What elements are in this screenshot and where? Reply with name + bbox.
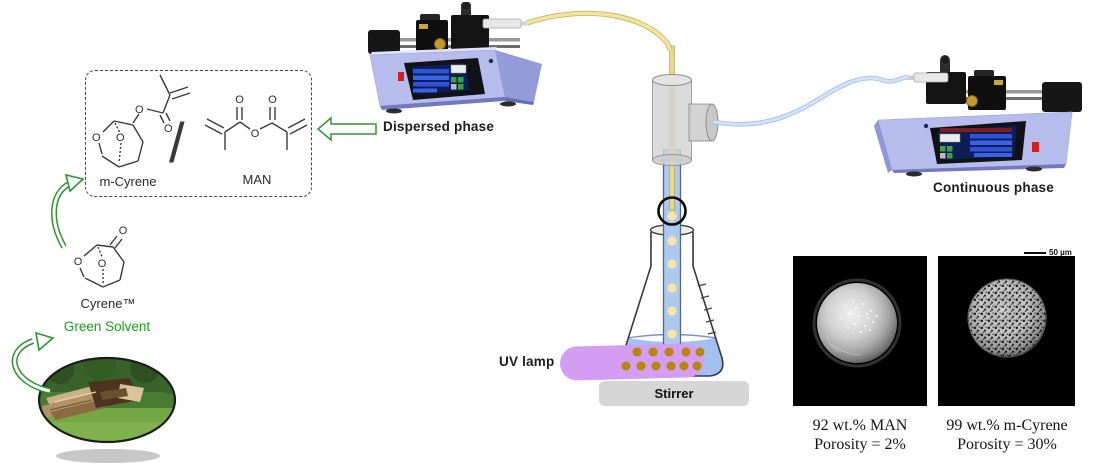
carbonyl-o-label: O — [164, 123, 173, 135]
yellow-tubing — [526, 10, 673, 51]
man-center-o-label: O — [251, 128, 260, 140]
sem-mcyrene-composition: 99 wt.% m-Cyrene — [946, 417, 1068, 434]
sem-mcyrene-porosity: Porosity = 30% — [957, 436, 1057, 454]
m-cyrene-label: m-Cyrene — [99, 174, 157, 189]
man-right-o-label: O — [268, 94, 277, 106]
m-cyrene-structure — [98, 74, 191, 168]
ketone-o-label: O — [119, 225, 128, 237]
arrow-cyrene-to-monomers — [50, 173, 85, 249]
arrow-dispersed-to-monomers — [316, 116, 377, 142]
separator-slash: / — [169, 111, 185, 174]
blue-tubing — [713, 74, 909, 127]
scale-bar: 50 µm — [1024, 248, 1072, 257]
syringe-barrel — [913, 72, 949, 83]
cyrene-ring-o-label: O — [74, 256, 83, 268]
pump-knob — [966, 95, 978, 107]
ring-o-label: O — [92, 132, 101, 144]
stirrer-plate: Stirrer — [599, 381, 749, 406]
sem-image-man — [793, 256, 927, 406]
photo-border — [37, 356, 177, 444]
ester-o-label: O — [135, 104, 144, 116]
monomer-structures: O O O O / O O O — [92, 74, 308, 174]
biomass-photo — [37, 356, 177, 463]
scale-bar-label: 50 µm — [1049, 248, 1072, 257]
green-solvent-label: Green Solvent — [63, 319, 151, 334]
monomer-droplets — [667, 211, 677, 339]
scale-bar-line — [1024, 251, 1046, 254]
bridge-o-label: O — [116, 132, 125, 144]
cyrene-label: Cyrene™ — [80, 296, 136, 311]
arrow-biomass-to-solvent — [11, 331, 55, 394]
cured-particles — [621, 347, 705, 371]
man-label: MAN — [242, 172, 272, 187]
stirrer-label: Stirrer — [654, 386, 694, 401]
monomer-box — [85, 70, 312, 197]
dispersed-phase-label: Dispersed phase — [383, 119, 495, 134]
photo-shadow — [56, 449, 160, 463]
sem-caption-man: 92 wt.% MAN Porosity = 2% — [791, 416, 929, 454]
cyrene-bridge-o-label: O — [98, 258, 107, 270]
droplet-formation-highlight — [657, 196, 687, 226]
man-structure — [204, 107, 308, 150]
pump-syringe-clamp — [451, 15, 489, 54]
continuous-phase-label: Continuous phase — [933, 180, 1054, 195]
pump-end-block — [368, 30, 400, 54]
syringe-pump-dispersed — [368, 2, 542, 114]
smooth-microsphere — [817, 283, 897, 363]
pump-brand-logo — [398, 72, 404, 81]
sem-man-composition: 92 wt.% MAN — [812, 417, 908, 434]
sem-image-mcyrene — [938, 256, 1075, 406]
man-left-o-label: O — [235, 94, 244, 106]
cyrene-structure: O O O — [74, 225, 128, 288]
syringe-pump-continuous — [874, 55, 1082, 177]
pump-brand-logo — [1032, 142, 1039, 152]
t-junction — [652, 74, 719, 166]
flask-graduations — [697, 283, 717, 335]
sem-man-porosity: Porosity = 2% — [814, 436, 906, 454]
uv-lamp-label: UV lamp — [499, 354, 555, 369]
pump-end-block — [1042, 82, 1082, 112]
sem-caption-mcyrene: 99 wt.% m-Cyrene Porosity = 30% — [936, 416, 1078, 454]
